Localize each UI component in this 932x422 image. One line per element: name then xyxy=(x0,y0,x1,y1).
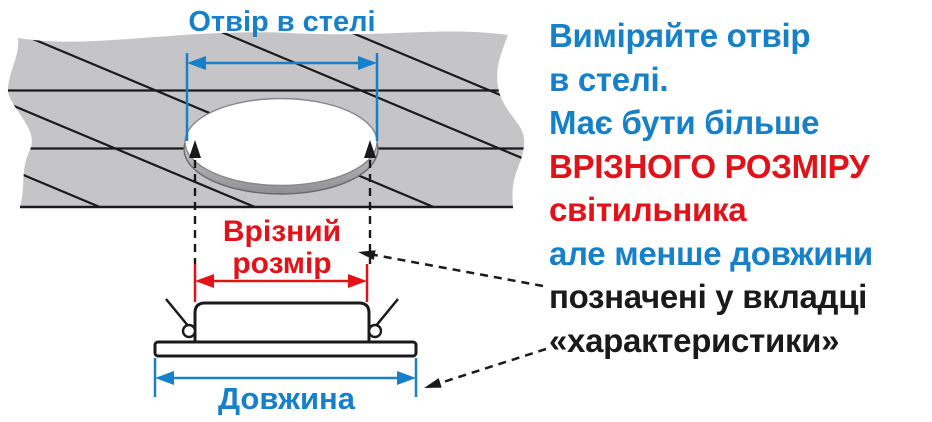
cutout-size-label-line2: розмір xyxy=(232,247,332,280)
hole-width-dimension xyxy=(185,53,379,141)
hole-edge-pointer-right xyxy=(364,140,376,158)
annotation-line: позначені у вкладці xyxy=(549,278,868,315)
hole-ellipse xyxy=(184,97,378,187)
arrowhead-right xyxy=(348,274,367,288)
cutout-extension-lines xyxy=(193,160,372,264)
cutout-size-label: Врізний розмір xyxy=(182,216,382,280)
arrowhead-left xyxy=(195,274,214,288)
fixture-spring-right xyxy=(374,298,399,328)
luminaire xyxy=(153,298,418,358)
annotation-line: «характеристики» xyxy=(549,321,840,359)
callout-line-upper xyxy=(371,253,544,288)
annotation-text-block: Виміряйте отвір в стелі. Має бути більше… xyxy=(549,14,873,362)
arrowhead-right xyxy=(397,371,416,385)
arrowhead-left xyxy=(155,371,174,385)
cutout-dimension xyxy=(193,264,369,302)
arrowhead-left xyxy=(187,56,206,70)
annotation-line: Виміряйте отвір xyxy=(549,17,811,54)
hole-edge-pointer-left xyxy=(189,140,201,158)
cutout-size-label-line1: Врізний xyxy=(222,215,342,248)
arrowhead-right xyxy=(358,56,377,70)
fixture-clip-right xyxy=(367,323,383,339)
callout-line-lower xyxy=(436,347,547,386)
hole-label: Отвір в стелі xyxy=(188,6,376,38)
callout-arrow-upper xyxy=(358,250,376,260)
fixture-clip-left xyxy=(181,323,197,339)
annotation-line: але менше довжини xyxy=(549,234,873,272)
callout-connectors xyxy=(358,250,547,388)
fixture-spring-left xyxy=(165,298,190,328)
length-label: Довжина xyxy=(217,381,356,416)
annotation-line: світильника xyxy=(549,191,747,228)
fixture-body xyxy=(193,301,371,345)
annotation-line: ВРІЗНОГО РОЗМІРУ xyxy=(549,147,870,185)
callout-arrow-lower xyxy=(424,378,442,388)
annotation-line: в стелі. xyxy=(549,60,669,98)
length-dimension xyxy=(153,358,418,397)
annotation-line: Має бути більше xyxy=(549,104,820,141)
fixture-flange xyxy=(153,340,418,358)
